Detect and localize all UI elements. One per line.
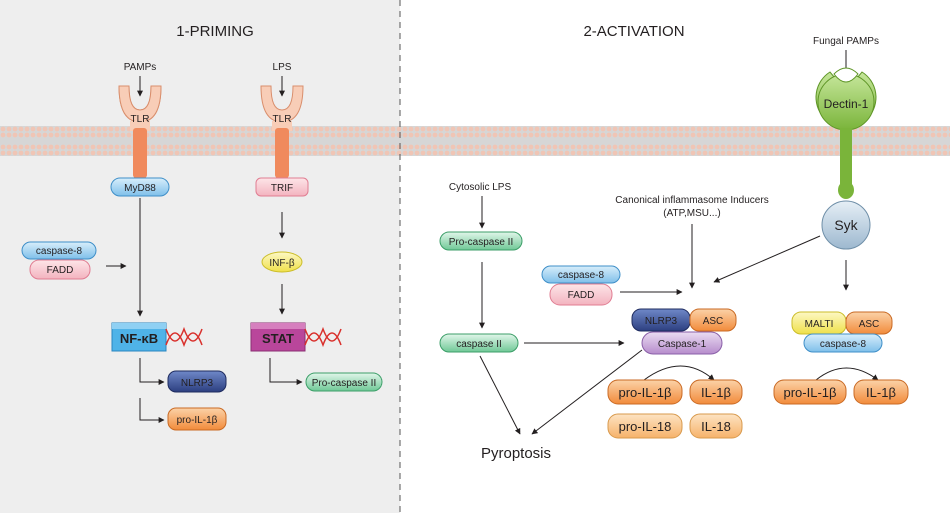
stat-to-procaspase-arrow [269,358,303,385]
fungal-pamps-label: Fungal PAMPs [813,36,879,47]
il1b-label-dectin: IL-1β [866,385,896,400]
procaspase-label-priming: Pro-caspase II [312,378,376,389]
fadd-node-activation [549,283,613,306]
il1b-node-activation [689,379,743,405]
cleavage-arrow [643,365,715,381]
proil1b-node-dectin [773,379,847,405]
canonical-label-line1: Canonical inflammasome Inducers [615,195,768,206]
proil1b-label-dectin: pro-IL-1β [784,385,837,400]
cleavage-arrow-dectin [815,367,879,381]
il1b-label-activation: IL-1β [701,385,731,400]
infb-node [261,251,303,273]
tlr-label-right: TLR [273,114,292,125]
nlrp3-node-priming [167,370,227,393]
stat-label: STAT [262,331,294,346]
pamps-label: PAMPs [124,62,157,73]
tlr-label-left: TLR [131,114,150,125]
caspase8-node-dectin [803,333,883,353]
activation-title: 2-ACTIVATION [583,23,684,40]
nfkb-label: NF-κB [120,331,158,346]
nfkb-to-nlrp3-arrow [139,358,165,385]
il18-label: IL-18 [701,419,731,434]
syk-label: Syk [834,217,858,233]
dna-helix-nfkb [165,326,203,348]
caspase8-label-priming: caspase-8 [36,246,83,257]
tlr-receptor-right [260,85,304,178]
trif-node [255,177,309,197]
asc-label: ASC [703,316,724,327]
proil1b-label-activation: pro-IL-1β [619,385,672,400]
proil1b-node-priming [167,407,227,431]
caspase8-node-activation [541,265,621,284]
fadd-label-priming: FADD [47,265,74,276]
asc-node [689,308,737,332]
caspase8-label-activation: caspase-8 [558,270,605,281]
myd88-node [110,177,170,197]
infb-label: INF-β [269,258,294,269]
fadd-label-activation: FADD [568,290,595,301]
caspase8-node-priming [21,241,97,260]
pyroptosis-label: Pyroptosis [481,445,551,462]
caspaseii-to-pyroptosis-arrow [479,355,521,435]
proil1b-label-priming: pro-IL-1β [177,415,218,426]
procaspase-node-priming [305,372,383,392]
asc-label-dectin: ASC [859,319,880,330]
tlr-receptor-left [118,85,162,178]
myd88-label: MyD88 [124,183,156,194]
nlrp3-label-activation: NLRP3 [645,316,678,327]
nlrp3-label-priming: NLRP3 [181,378,214,389]
proil18-label: pro-IL-18 [619,419,672,434]
fadd-node-priming [29,259,91,280]
cytosolic-lps-label: Cytosolic LPS [449,182,512,193]
il1b-node-dectin [853,379,909,405]
malt1-label: MALTI [805,319,834,330]
nfkb-to-proil1b-arrow [139,398,165,423]
syk-to-nlrp3-arrow [713,235,821,283]
caspase1-label: Caspase-1 [658,339,707,350]
caspase1-node [641,331,723,355]
il18-node [689,413,743,439]
proil18-node [607,413,683,439]
procaspase-node-activation [439,231,523,251]
syk-node [821,200,871,250]
dna-helix-stat [304,326,342,348]
dectin1-label: Dectin-1 [824,97,869,111]
caspase1-to-pyroptosis-arrow [531,349,643,435]
caspaseii-node [439,333,519,353]
canonical-label-line2: (ATP,MSU...) [663,208,720,219]
cell-membrane [0,126,950,156]
trif-label: TRIF [271,183,293,194]
caspaseii-label: caspase II [456,339,502,350]
proil1b-node-activation [607,379,683,405]
procaspase-label-activation: Pro-caspase II [449,237,513,248]
lps-label: LPS [273,62,292,73]
caspase8-label-dectin: caspase-8 [820,339,867,350]
dectin1-receptor [815,67,877,199]
priming-title: 1-PRIMING [176,23,254,40]
